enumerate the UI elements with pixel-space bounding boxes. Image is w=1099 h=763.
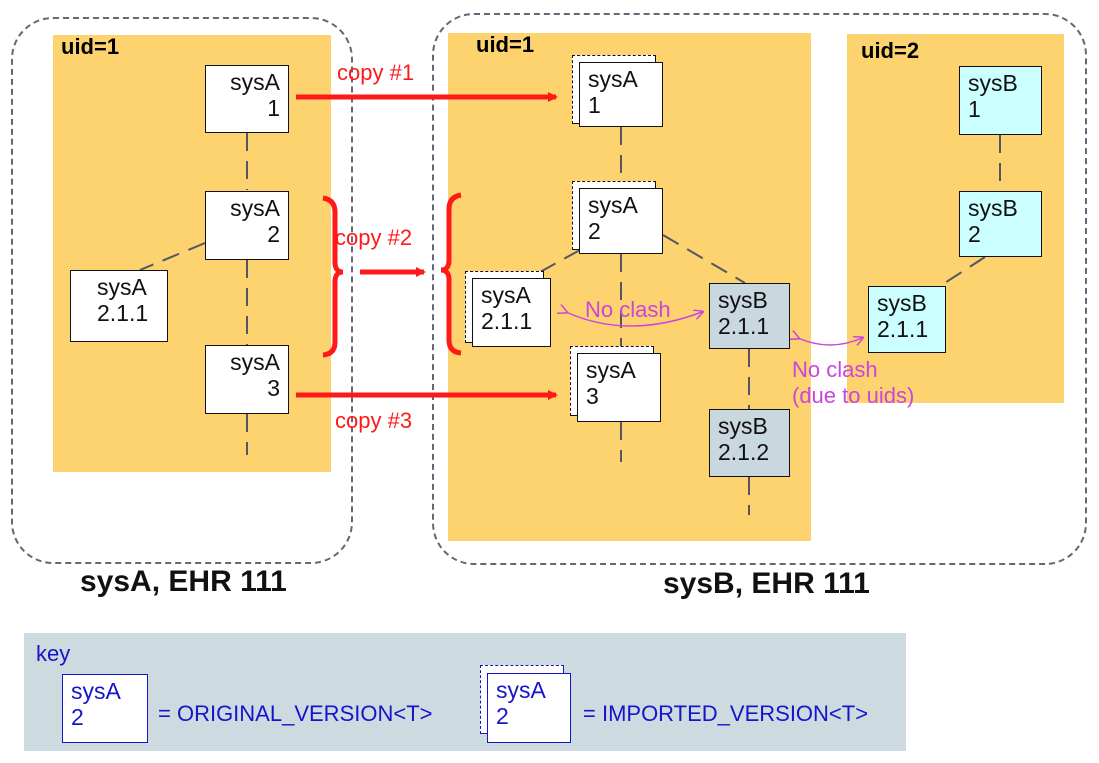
brace-left: [440, 192, 462, 356]
no-clash-label-left: No clash: [585, 297, 671, 322]
no-clash-line2: (due to uids): [792, 383, 915, 408]
node-label: sysA: [230, 349, 280, 375]
node-imported-sysA-2[interactable]: sysA 2: [579, 188, 663, 254]
sysB-title: sysB, EHR 111: [663, 567, 870, 600]
node-version: 2: [588, 218, 601, 244]
node-version: 2: [267, 221, 280, 247]
link-b2-b211: [939, 256, 986, 287]
no-clash-arrow-left: [566, 312, 702, 327]
node-version: 2.1.1: [97, 300, 149, 326]
sysB-uid2-label: uid=2: [861, 38, 920, 63]
node-label: sysB: [718, 287, 768, 313]
node-label: sysA: [230, 69, 280, 95]
node-label: sysA: [97, 274, 147, 300]
link-a2-a211: [139, 242, 206, 271]
node-sysA-3[interactable]: sysA 3: [205, 345, 289, 414]
node-sysA-2-1-1[interactable]: sysA 2.1.1: [70, 270, 168, 342]
node-version: 2.1.1: [481, 308, 533, 334]
node-imported-sysA-3[interactable]: sysA 3: [577, 353, 661, 422]
node-label: sysB: [877, 290, 927, 316]
node-version: 3: [267, 375, 280, 401]
node-label: sysB: [718, 413, 768, 439]
node-version: 2.1.1: [718, 313, 770, 339]
link-ia2-ia211: [539, 249, 581, 273]
node-sysA-1[interactable]: sysA 1: [205, 65, 289, 133]
node-label: sysB: [968, 70, 1018, 96]
key-node-label: sysA: [496, 677, 546, 703]
key-panel: key sysA 2 = ORIGINAL_VERSION<T> sysA 2 …: [24, 633, 906, 751]
node-version: 1: [267, 95, 280, 121]
key-title: key: [36, 641, 71, 666]
key-imported-node: sysA 2: [487, 673, 571, 743]
brace-right: [322, 195, 344, 358]
link-ia2-b211: [662, 234, 746, 284]
sysA-boundary: [11, 17, 353, 564]
copy1-label: copy #1: [337, 60, 415, 85]
node-version: 2.1.1: [877, 316, 929, 342]
node-sysB-1-uid2[interactable]: sysB 1: [959, 66, 1042, 135]
no-clash-label-right: No clash (due to uids): [792, 357, 914, 409]
key-original-node: sysA 2: [62, 674, 148, 743]
no-clash-line1: No clash: [792, 357, 878, 382]
node-version: 2: [968, 221, 981, 247]
node-label: sysA: [588, 66, 638, 92]
node-label: sysB: [968, 195, 1018, 221]
node-sysB-2-1-1-uid1[interactable]: sysB 2.1.1: [709, 283, 790, 349]
node-label: sysA: [588, 192, 638, 218]
node-sysA-2[interactable]: sysA 2: [205, 191, 289, 260]
node-label: sysA: [230, 195, 280, 221]
no-clash-arrow-right: [798, 338, 862, 345]
node-sysB-2-uid2[interactable]: sysB 2: [959, 191, 1042, 257]
node-imported-sysA-2-1-1[interactable]: sysA 2.1.1: [472, 278, 551, 347]
key-node-label: sysA: [71, 678, 121, 704]
key-node-version: 2: [496, 703, 509, 729]
node-sysB-2-1-1-uid2[interactable]: sysB 2.1.1: [868, 286, 946, 353]
sysA-uid-label: uid=1: [61, 34, 120, 59]
sysB-uid1-label: uid=1: [476, 32, 535, 57]
node-label: sysA: [586, 357, 636, 383]
node-version: 1: [588, 92, 601, 118]
copy3-label: copy #3: [335, 408, 413, 433]
sysB-boundary: [432, 13, 1087, 565]
key-node-version: 2: [71, 704, 84, 730]
key-imported-label: = IMPORTED_VERSION<T>: [583, 701, 869, 726]
sysA-title: sysA, EHR 111: [80, 565, 287, 598]
node-version: 2.1.2: [718, 439, 770, 465]
key-original-label: = ORIGINAL_VERSION<T>: [158, 701, 433, 726]
node-version: 3: [586, 383, 599, 409]
node-sysB-2-1-2-uid1[interactable]: sysB 2.1.2: [709, 409, 790, 477]
node-label: sysA: [481, 282, 531, 308]
node-version: 1: [968, 96, 981, 122]
node-imported-sysA-1[interactable]: sysA 1: [579, 62, 663, 127]
copy2-label: copy #2: [335, 225, 413, 250]
